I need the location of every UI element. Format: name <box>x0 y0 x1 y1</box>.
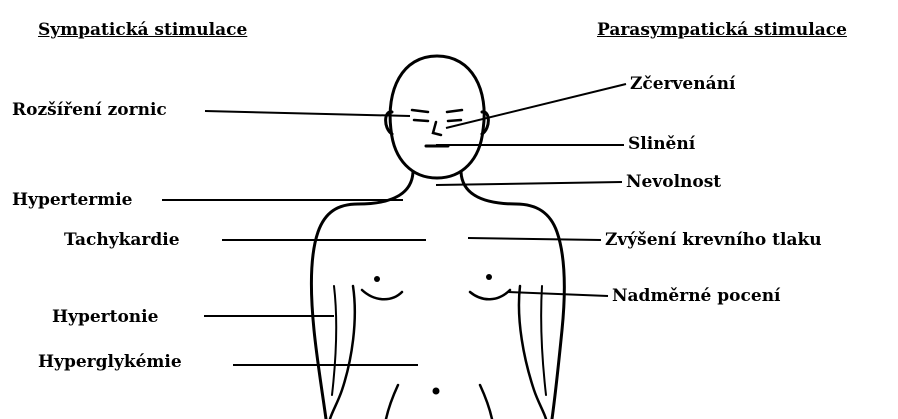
pointer-lines <box>162 84 626 365</box>
right-arm-inner <box>541 286 546 395</box>
line-rozsireni-zornic <box>205 111 410 116</box>
right-leg <box>480 385 492 419</box>
left-leg <box>386 385 398 419</box>
nose <box>433 122 441 135</box>
right-eye <box>448 120 461 121</box>
head-outline <box>390 56 484 178</box>
right-eyebrow <box>447 110 462 112</box>
face-features <box>412 110 462 146</box>
line-zvyseni-krevniho-tlaku <box>468 238 601 240</box>
left-eyebrow <box>412 110 428 112</box>
left-torso-side <box>330 286 355 419</box>
navel <box>433 388 440 395</box>
chest-features <box>362 290 510 299</box>
right-pectoral <box>470 290 510 299</box>
left-pectoral <box>362 290 402 299</box>
line-zcervenani <box>446 84 626 128</box>
right-nipple <box>486 274 492 280</box>
left-eye <box>414 120 428 121</box>
left-nipple <box>374 276 380 282</box>
left-arm-inner <box>332 286 336 395</box>
line-nadmerne-poceni <box>508 292 608 296</box>
